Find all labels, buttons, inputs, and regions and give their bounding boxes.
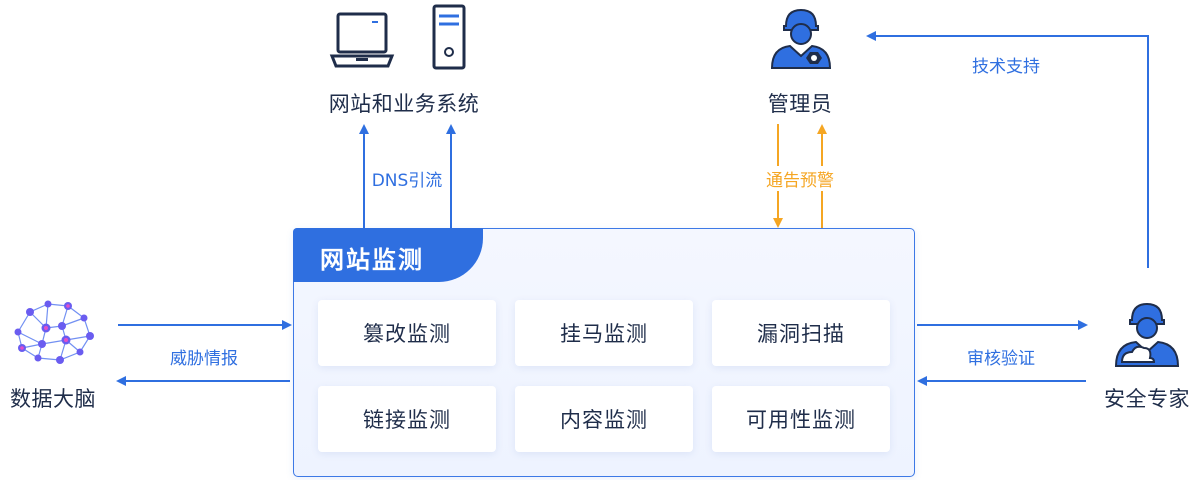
threat-intel-label: 威胁情报 xyxy=(170,349,238,369)
card-link-monitor: 链接监测 xyxy=(318,386,496,452)
audit-label: 审核验证 xyxy=(967,349,1035,369)
dns-flow-label: DNS引流 xyxy=(367,166,447,191)
monitor-title-tab xyxy=(293,228,483,282)
website-systems-label: 网站和业务系统 xyxy=(328,92,480,116)
admin-label: 管理员 xyxy=(767,92,833,116)
security-expert-label: 安全专家 xyxy=(1104,387,1190,411)
tech-support-label: 技术支持 xyxy=(972,57,1040,77)
card-tamper-monitor: 篡改监测 xyxy=(318,300,496,366)
expert-user-icon xyxy=(1114,302,1180,367)
card-vuln-scan: 漏洞扫描 xyxy=(712,300,890,366)
server-tower-icon xyxy=(432,4,466,70)
card-availability-monitor: 可用性监测 xyxy=(712,386,890,452)
alert-flow-label: 通告预警 xyxy=(762,166,838,191)
card-content-monitor: 内容监测 xyxy=(515,386,693,452)
laptop-icon xyxy=(329,12,395,68)
card-trojan-monitor: 挂马监测 xyxy=(515,300,693,366)
admin-user-icon xyxy=(770,8,832,69)
data-brain-label: 数据大脑 xyxy=(10,387,96,411)
brain-network-icon xyxy=(14,300,94,364)
tech-support-arrow xyxy=(866,31,1149,268)
monitor-title: 网站监测 xyxy=(320,246,424,274)
